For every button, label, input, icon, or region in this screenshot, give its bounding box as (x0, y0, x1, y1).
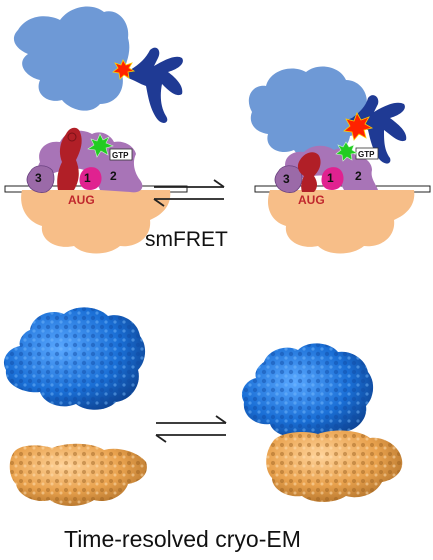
if3-number-left: 3 (35, 171, 42, 185)
smfret-left-state: AUG 3 1 2 GTP (4, 6, 188, 254)
gtp-box-left (109, 148, 133, 161)
smfret-right-state: AUG 3 1 2 GTP (248, 66, 431, 254)
initiation-factor-1-right (321, 167, 344, 190)
fret-donor-star-right (335, 141, 358, 162)
gtp-label-right: GTP (358, 150, 375, 159)
gtp-label-left: GTP (112, 151, 129, 160)
trna-right (347, 95, 407, 164)
equilibrium-arrows-bottom (155, 415, 227, 443)
fret-acceptor-star-right (343, 112, 374, 141)
large-subunit-left (13, 6, 130, 111)
cryo-em-label: Time-resolved cryo-EM (64, 526, 301, 552)
fret-acceptor-star-left (112, 59, 136, 80)
cryo-large-subunit-right-texture (241, 343, 374, 439)
large-subunit-right (248, 66, 368, 158)
initiator-trna-tip-left (67, 132, 77, 142)
cryo-small-subunit-left-texture (9, 443, 147, 506)
initiator-trna-left (57, 127, 82, 190)
if2-number-left: 2 (110, 169, 117, 183)
if2-number-right: 2 (355, 169, 362, 183)
cryo-large-subunit-left-texture (3, 307, 146, 410)
initiation-factor-1-left (79, 167, 102, 190)
small-subunit-right (267, 190, 415, 254)
codon-label-left: AUG (68, 193, 95, 207)
initiation-factor-3-right (274, 165, 303, 193)
fret-donor-star-left (87, 133, 114, 158)
cryo-em-left-state (3, 307, 147, 506)
initiator-trna-right (297, 152, 321, 192)
gtp-box-right (355, 147, 379, 160)
if3-number-right: 3 (283, 172, 290, 186)
smfret-label: smFRET (145, 228, 228, 251)
small-subunit-left (21, 190, 171, 254)
if1-number-right: 1 (327, 171, 334, 185)
cryo-em-right-state (241, 343, 403, 502)
if1-number-left: 1 (84, 171, 91, 185)
codon-label-right: AUG (298, 193, 325, 207)
trna-left (125, 47, 183, 123)
cryo-small-subunit-right-texture (266, 430, 403, 502)
initiation-factor-3-left (26, 165, 55, 193)
equilibrium-arrows-top (153, 179, 225, 207)
